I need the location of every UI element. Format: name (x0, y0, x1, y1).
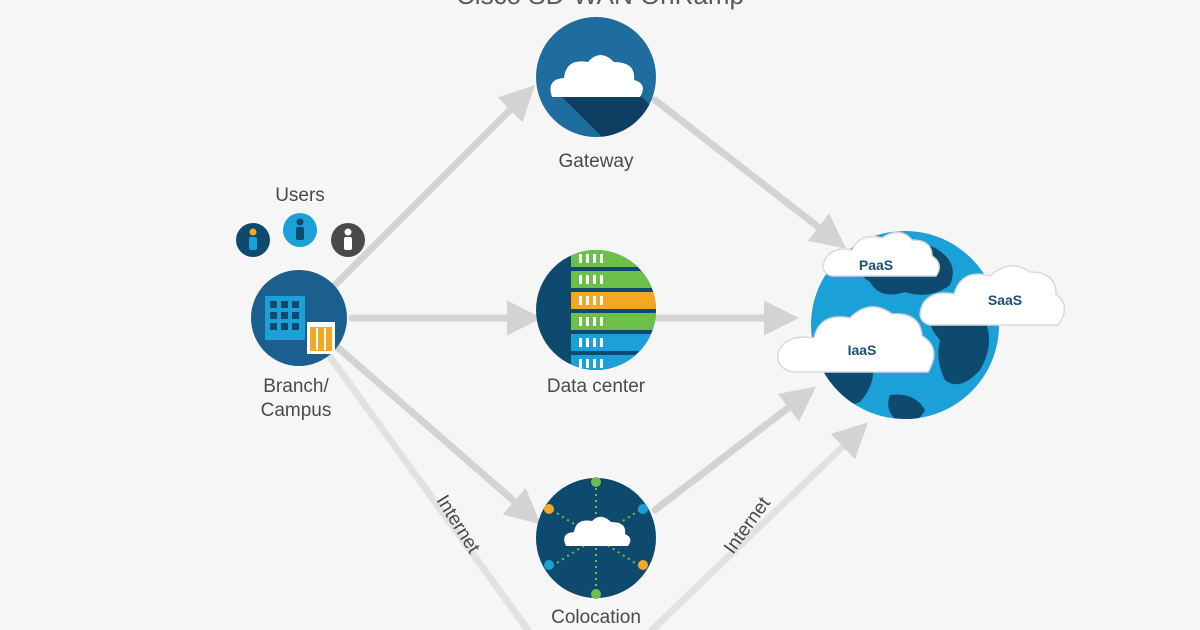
branch-label-line1: Branch/ (263, 376, 329, 397)
arrow-branch-internet (321, 346, 532, 630)
datacenter-label: Data center (547, 376, 646, 397)
user-icon (331, 223, 365, 257)
connections (321, 85, 869, 630)
gateway-cloud-icon (536, 17, 656, 137)
gateway-label: Gateway (559, 151, 634, 172)
arrow-gateway-to-cloud (651, 96, 847, 249)
users-label: Users (275, 185, 325, 206)
internet-label-left: Internet (432, 492, 484, 558)
paas-label: PaaS (859, 257, 893, 273)
branch-label-line2: Campus (261, 400, 332, 421)
arrow-internet-to-cloud (648, 422, 869, 630)
arrow-colocation-to-cloud (651, 386, 817, 514)
iaas-cloud-icon (777, 306, 935, 373)
user-icon (283, 213, 317, 247)
arrow-branch-to-colocation (331, 341, 541, 525)
saas-label: SaaS (988, 292, 1022, 308)
building-icon (251, 270, 347, 366)
colocation-label: Colocation (551, 607, 641, 628)
user-icon (236, 223, 270, 257)
paas-cloud-icon (822, 231, 940, 277)
server-rack-icon (536, 250, 656, 370)
saas-cloud-icon (919, 265, 1066, 326)
diagram-title: Cisco SD-WAN OnRamp (456, 0, 744, 10)
arrow-branch-to-gateway (331, 85, 535, 289)
iaas-label: IaaS (848, 342, 877, 358)
internet-label-right: Internet (720, 493, 775, 558)
colocation-hub-icon (536, 477, 656, 599)
